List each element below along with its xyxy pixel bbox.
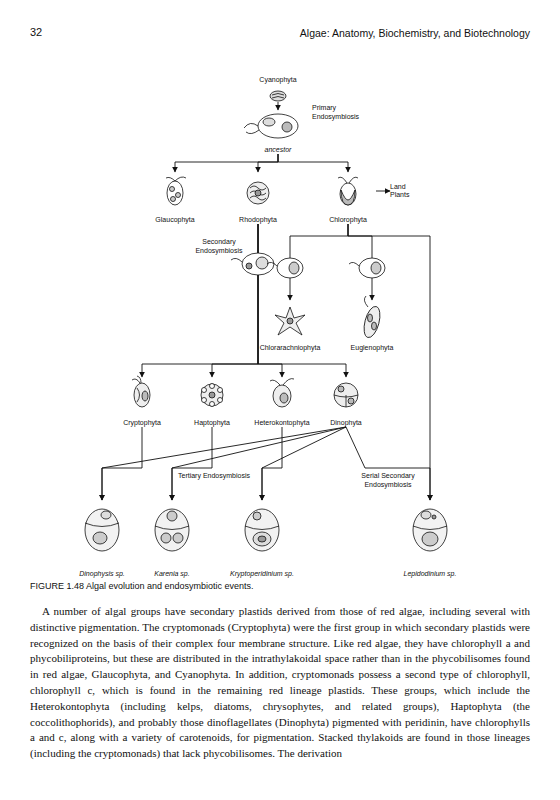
organism-node: Glaucophyta <box>147 172 203 224</box>
organism-node: Heterokontophyta <box>246 377 318 427</box>
organism-node: Chlorophyta <box>320 172 376 224</box>
group-name: Chlorophyta <box>329 216 367 224</box>
lineage-connector <box>142 224 258 377</box>
lineage-connector <box>258 224 282 377</box>
organism-node: Chlorarachniophyta <box>255 300 325 352</box>
lineage-connector <box>172 427 346 500</box>
organism-node: Land Plants <box>390 180 420 202</box>
group-name: Land Plants <box>390 183 420 199</box>
event-label: Serial Secondary Endosymbiosis <box>348 472 428 489</box>
organism-node: Lepidodinium sp. <box>398 500 462 578</box>
organism-node: Karenia sp. <box>140 500 204 578</box>
lineage-connector <box>262 427 346 500</box>
group-name: Chlorarachniophyta <box>260 344 321 352</box>
event-label: Secondary Endosymbiosis <box>186 238 252 255</box>
group-name: Glaucophyta <box>155 216 194 224</box>
organism-node: ancestor <box>248 110 308 154</box>
group-name: Dinophysis sp. <box>79 570 125 578</box>
lineage-connector <box>278 154 348 172</box>
group-name: Cryptophyta <box>123 419 161 427</box>
group-name: Haptophyta <box>194 419 230 427</box>
page-number: 32 <box>30 26 42 39</box>
lineage-connector <box>102 427 346 500</box>
organism-node: Dinophyta <box>318 377 374 427</box>
group-name: Dinophyta <box>330 419 362 427</box>
lineage-connector <box>278 102 279 110</box>
organism-node: Euglenophyta <box>337 300 407 352</box>
event-label: Primary Endosymbiosis <box>312 104 368 121</box>
lineage-connector <box>258 224 346 377</box>
organism-node: Haptophyta <box>184 377 240 427</box>
figure-caption: FIGURE 1.48 Algal evolution and endosymb… <box>30 581 530 591</box>
event-label: Tertiary Endosymbiosis <box>178 472 250 481</box>
running-head: Algae: Anatomy, Biochemistry, and Biotec… <box>200 27 530 39</box>
group-name: Karenia sp. <box>154 570 189 578</box>
organism-node: Rhodophyta <box>230 172 286 224</box>
group-name: Euglenophyta <box>351 344 394 352</box>
organism-node: Cyanophyta <box>253 76 303 102</box>
lineage-connector <box>102 427 142 500</box>
lineage-connector <box>258 154 278 172</box>
organism-node: Kryptoperidinium sp. <box>222 500 302 578</box>
group-name: Heterokontophyta <box>254 419 309 427</box>
organism-node: Dinophysis sp. <box>70 500 134 578</box>
group-name: Lepidodinium sp. <box>404 570 457 578</box>
lineage-connector <box>376 191 390 192</box>
lineage-connector <box>346 427 430 500</box>
group-name: ancestor <box>265 146 292 154</box>
group-name: Rhodophyta <box>239 216 277 224</box>
group-name: Kryptoperidinium sp. <box>230 570 294 578</box>
body-text: A number of algal groups have secondary … <box>30 604 530 762</box>
organism-node: Cryptophyta <box>114 377 170 427</box>
lineage-connector <box>175 154 278 172</box>
group-name: Cyanophyta <box>259 76 296 84</box>
